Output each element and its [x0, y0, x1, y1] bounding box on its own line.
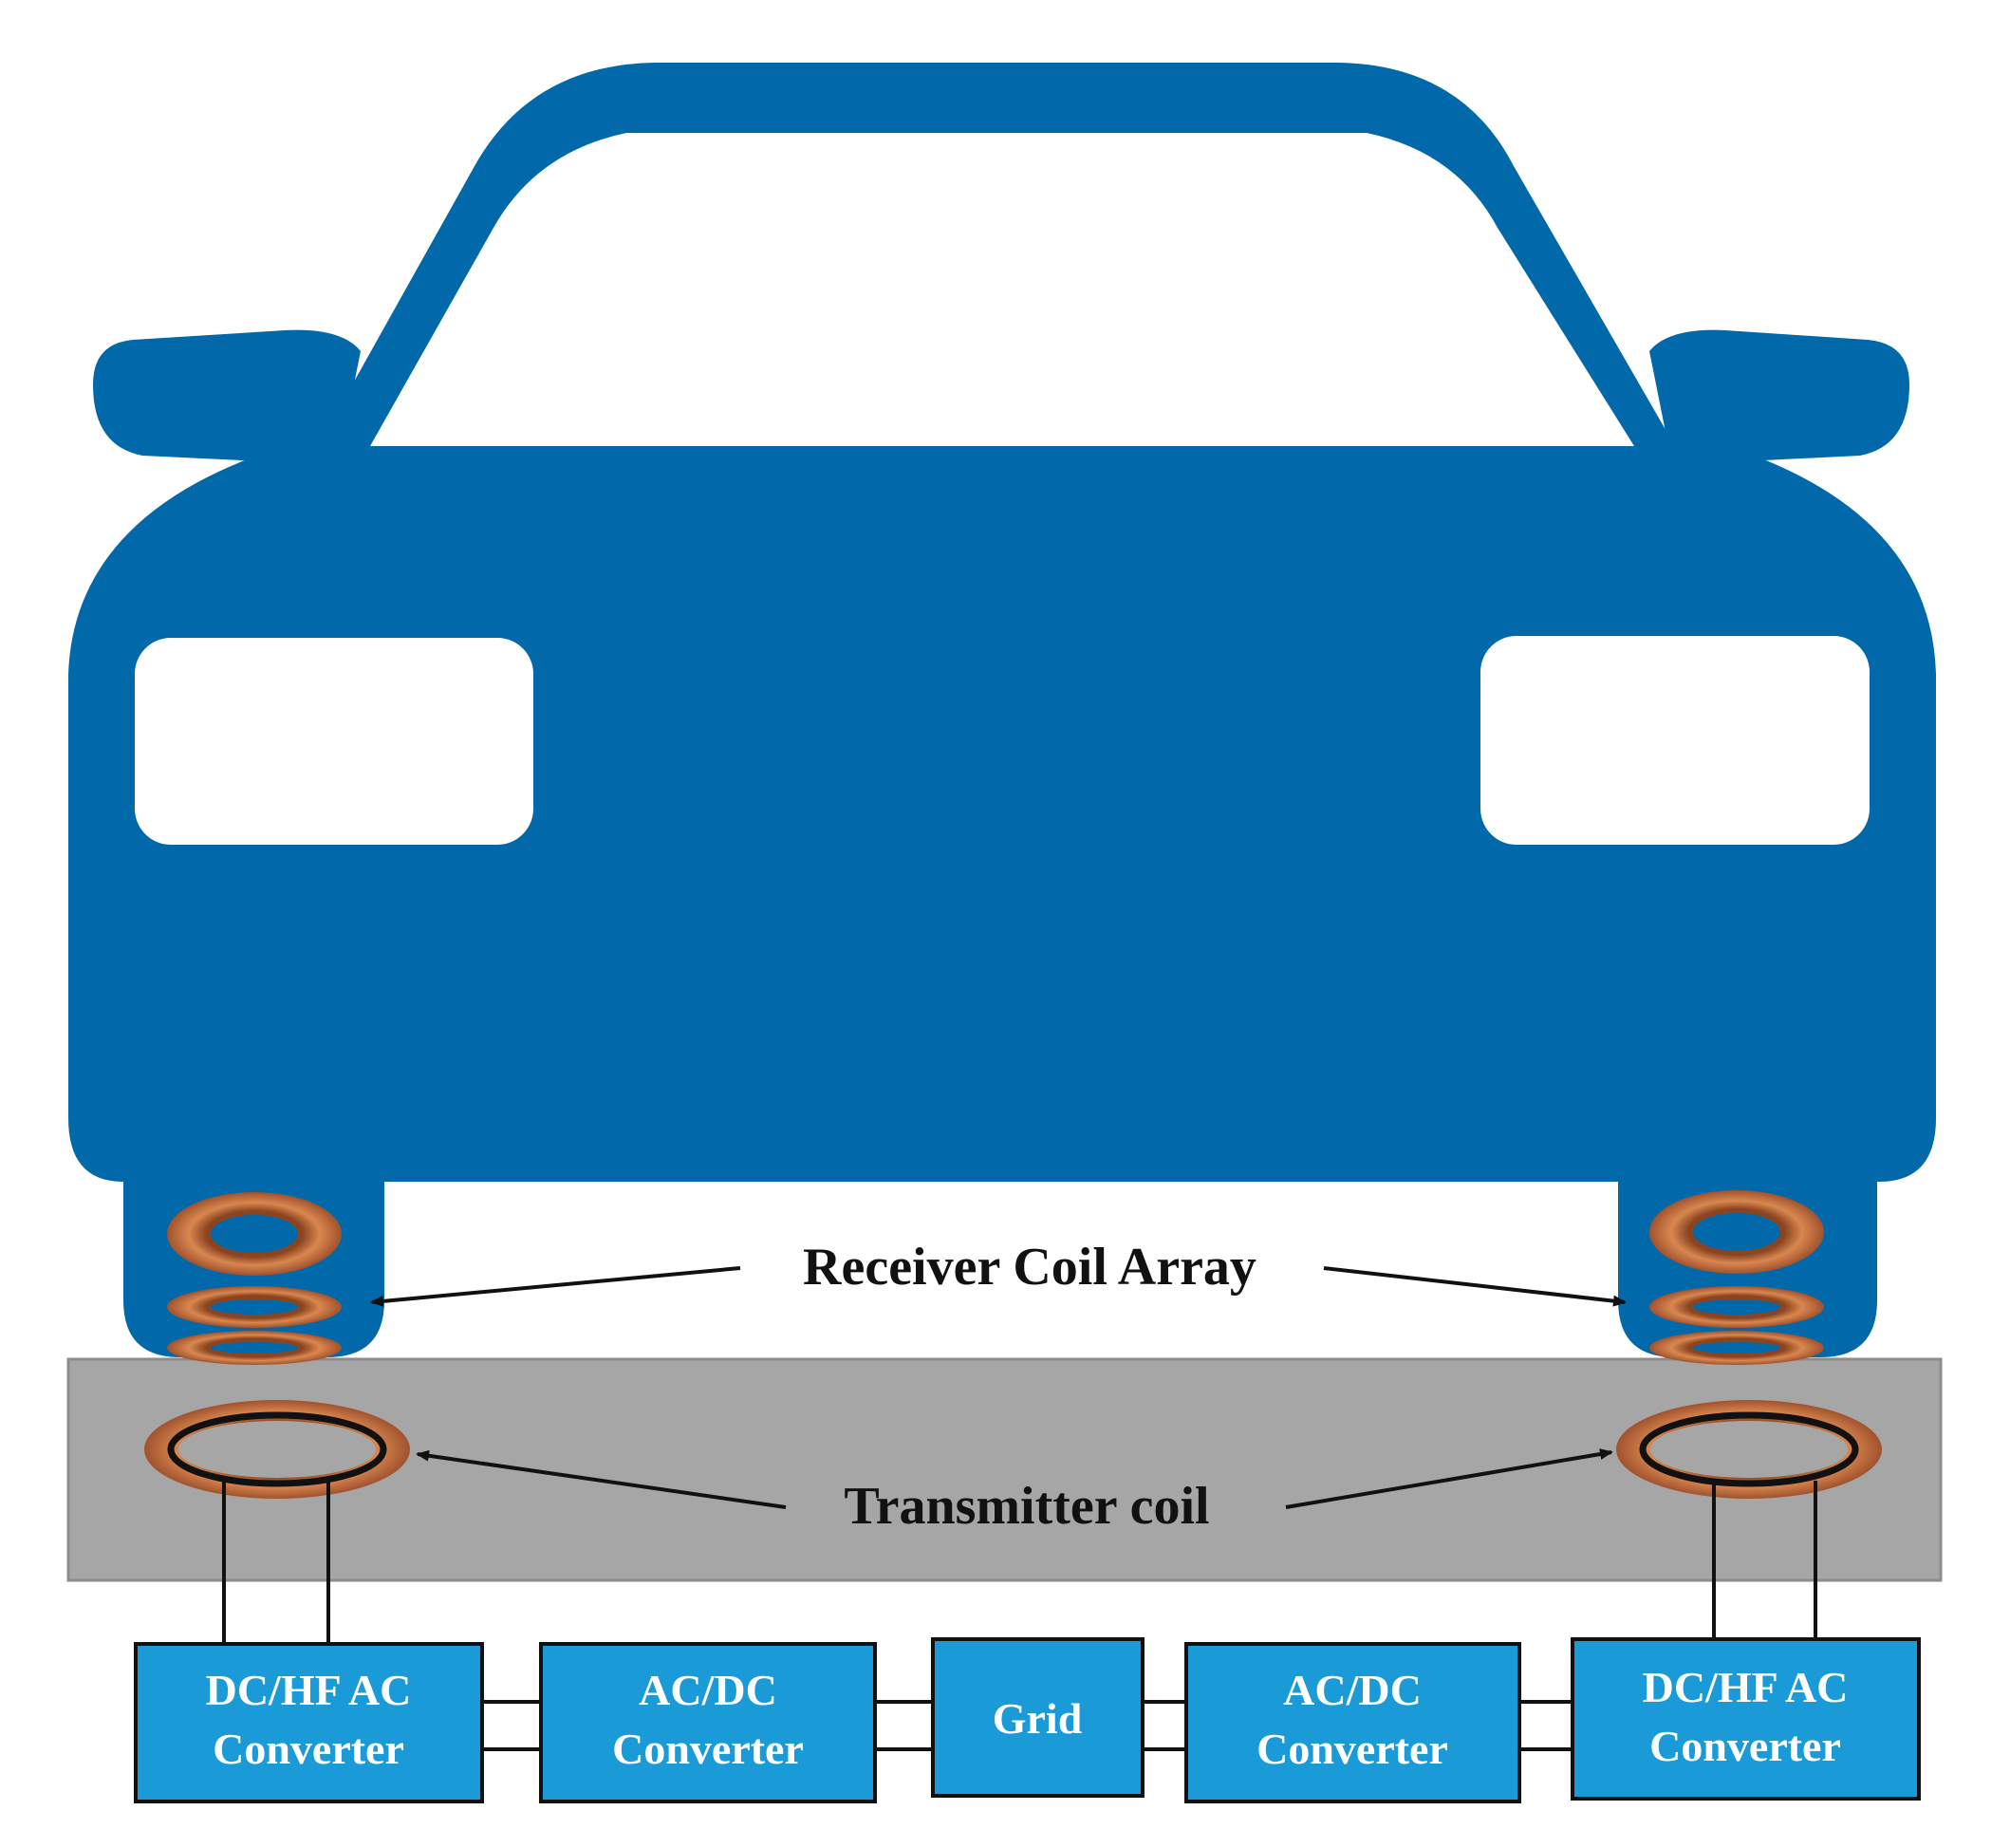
box-line2: Converter [1649, 1722, 1841, 1770]
box-line2: Converter [1256, 1725, 1448, 1773]
car-body [68, 446, 1936, 1182]
label-arrows [370, 1266, 1627, 1509]
converter-box-3: AC/DC Converter [1184, 1642, 1521, 1803]
right-headlight [1480, 636, 1870, 845]
box-line1: Grid [993, 1694, 1083, 1743]
arrow-to-left-receiver [370, 1266, 741, 1307]
car-icon [68, 63, 1936, 1357]
transmitter-coil-label: Transmitter coil [844, 1477, 1209, 1536]
arrow-to-right-receiver [1323, 1266, 1627, 1307]
arrow-to-left-transmitter [416, 1449, 787, 1509]
grid-box: Grid [931, 1637, 1145, 1798]
box-line2: Converter [213, 1725, 404, 1773]
box-line1: DC/HF AC [206, 1666, 412, 1714]
car-windshield [370, 133, 1634, 446]
box-line1: DC/HF AC [1643, 1663, 1849, 1711]
right-receiver-coil-array [1649, 1190, 1824, 1365]
left-transmitter-coil [144, 1400, 410, 1499]
box-line1: AC/DC [639, 1666, 777, 1714]
box-connectors [482, 1700, 1573, 1751]
coil-wires [222, 1481, 1817, 1647]
left-receiver-coil-array [167, 1192, 342, 1365]
converter-box-4: DC/HF AC Converter [1571, 1637, 1921, 1801]
left-headlight [135, 638, 533, 845]
receiver-coil-array-label: Receiver Coil Array [803, 1238, 1256, 1297]
right-transmitter-coil [1616, 1400, 1882, 1499]
left-mirror [93, 329, 361, 465]
box-line1: AC/DC [1283, 1666, 1422, 1714]
converter-box-2: AC/DC Converter [539, 1642, 877, 1803]
arrow-to-right-transmitter [1285, 1448, 1613, 1509]
converter-box-1: DC/HF AC Converter [134, 1642, 484, 1803]
box-line2: Converter [612, 1725, 804, 1773]
right-mirror [1649, 329, 1909, 465]
